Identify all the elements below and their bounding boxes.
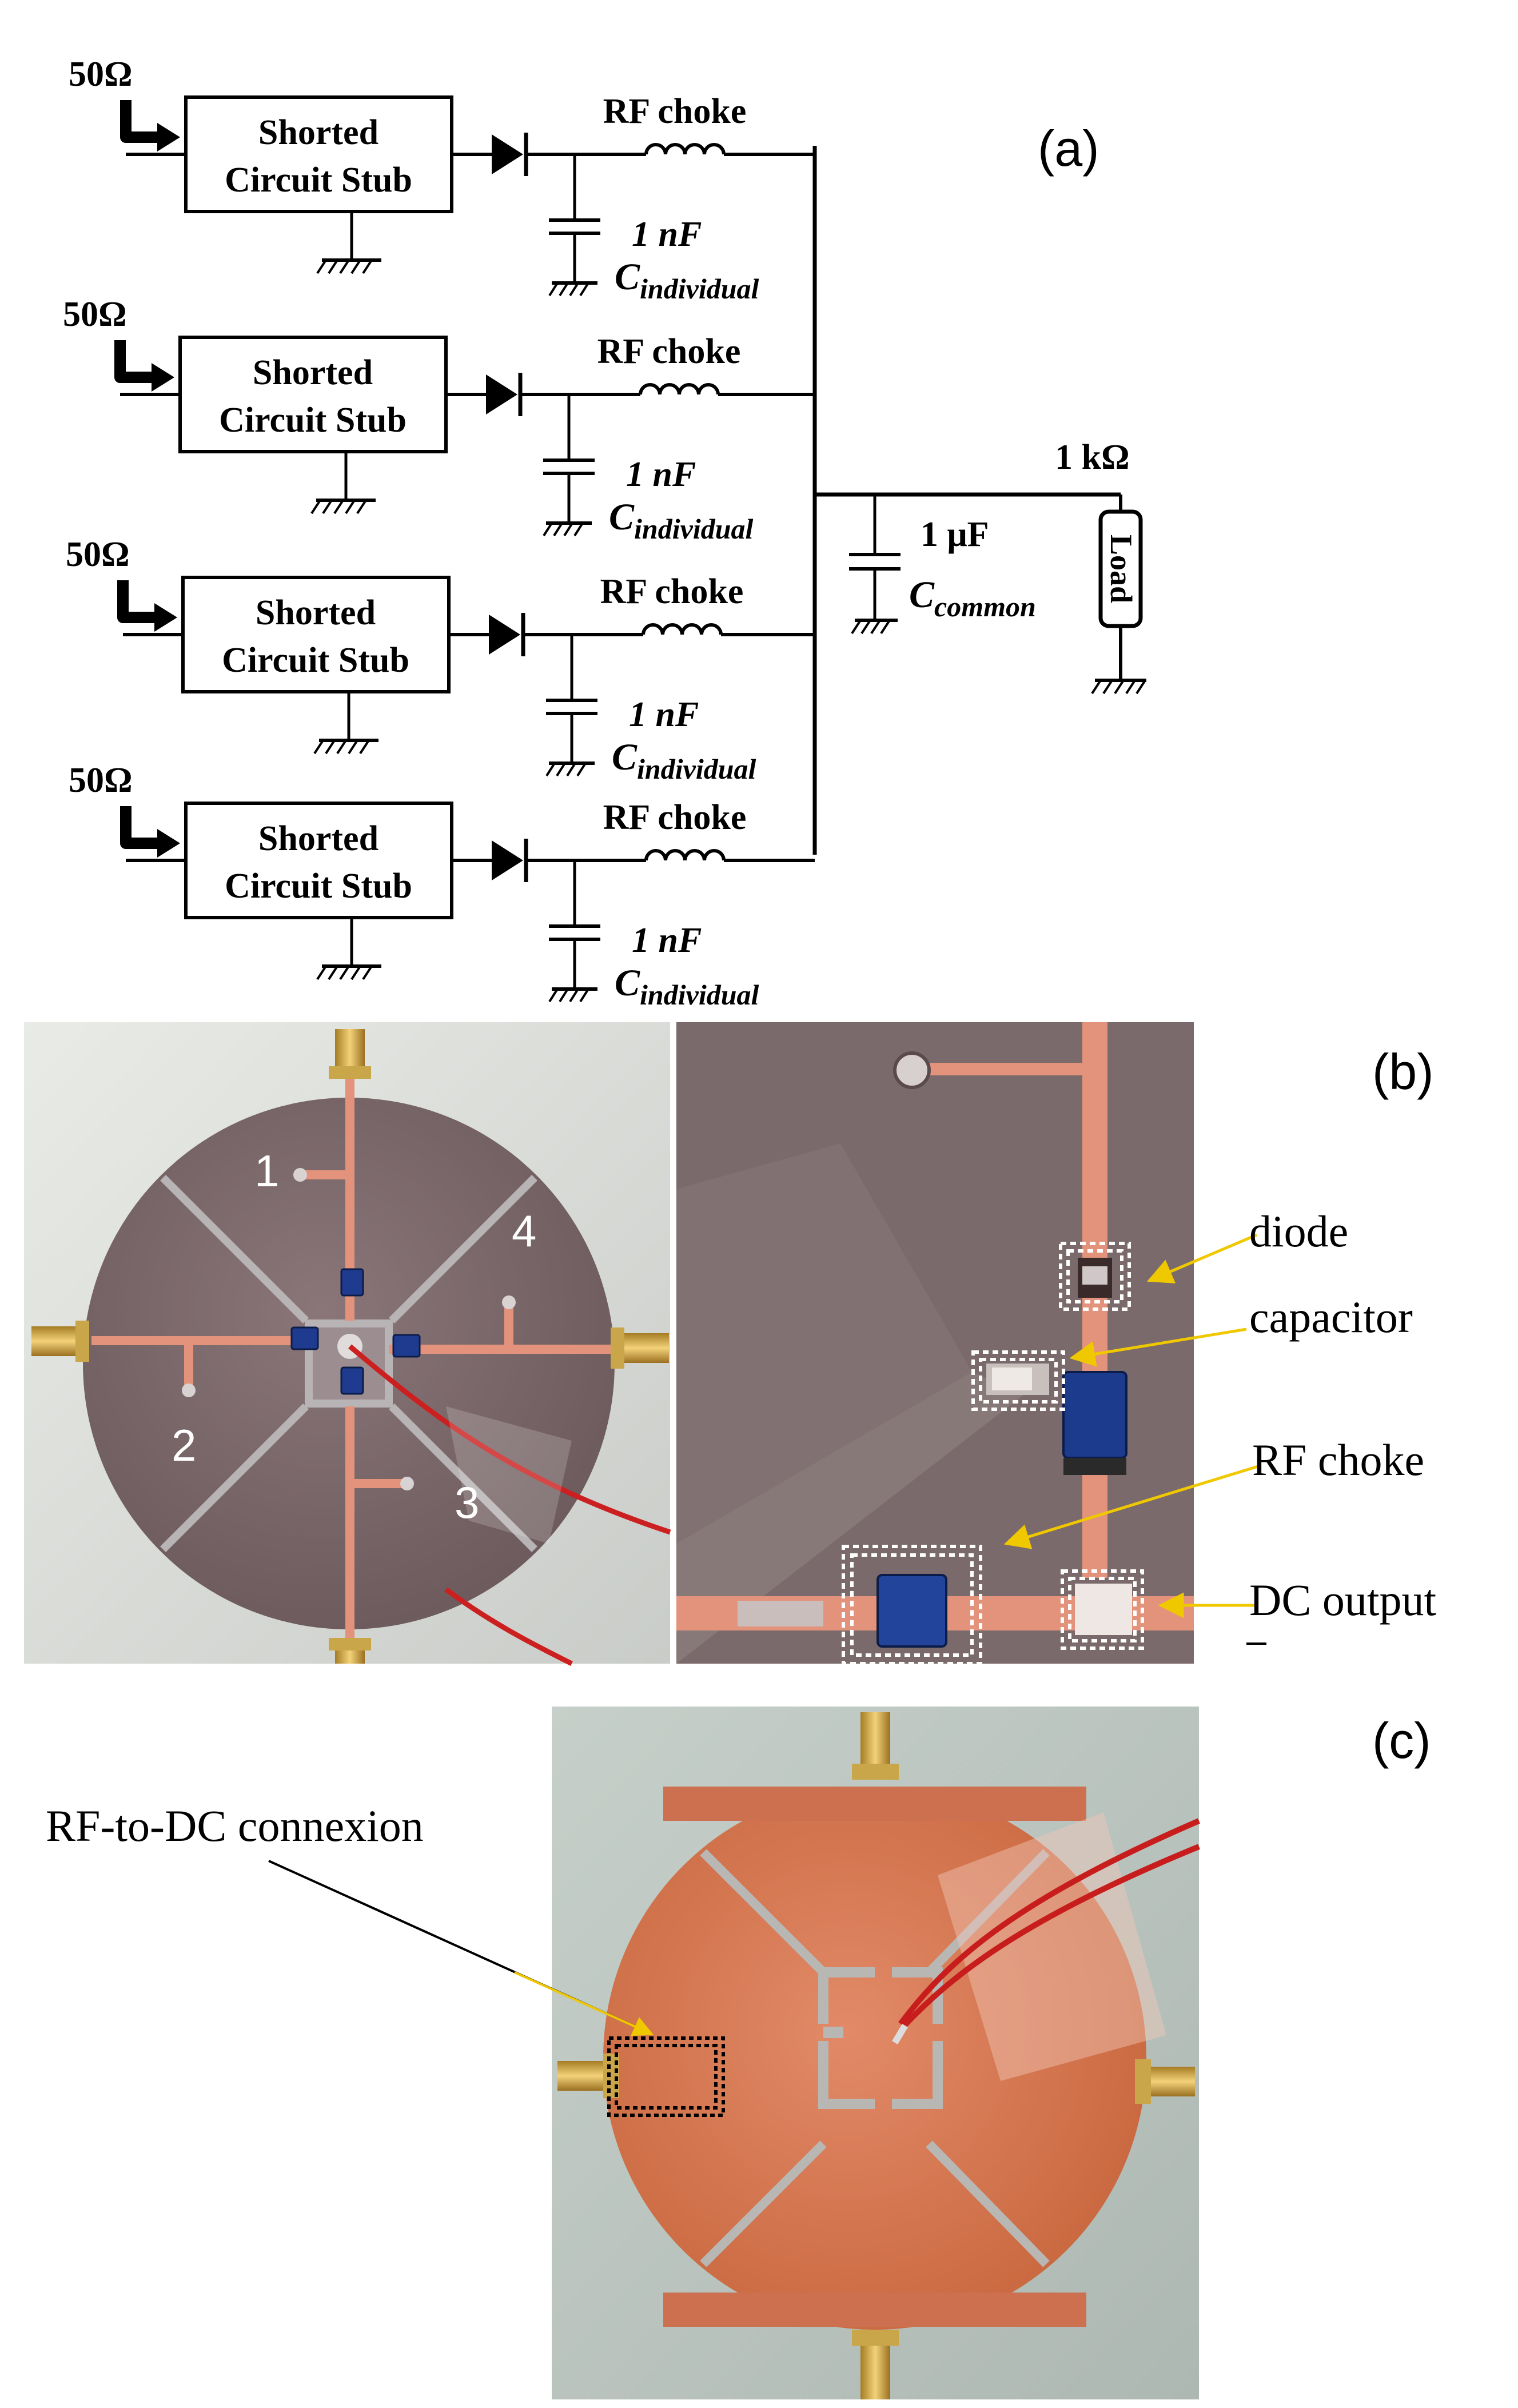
sma-connector-top xyxy=(329,1029,371,1079)
source-label: 50Ω xyxy=(63,295,127,334)
cap-value: 1 nF xyxy=(629,695,699,734)
port-number-3: 3 xyxy=(455,1477,479,1528)
stub-box xyxy=(184,95,453,213)
board-photo-zoom xyxy=(676,1022,1194,1665)
choke-label: RF choke xyxy=(603,92,747,131)
cap-name: Cindividual xyxy=(615,256,759,305)
stub-label-line2: Circuit Stub xyxy=(219,401,407,440)
common-cap-value: 1 μF xyxy=(921,515,989,554)
stub-label-line2: Circuit Stub xyxy=(222,641,409,680)
choke-label: RF choke xyxy=(600,572,744,611)
board-photo-grey: 1 2 3 4 xyxy=(24,1022,671,1667)
stub-label-line1: Shorted xyxy=(253,353,373,392)
port-number-4: 4 xyxy=(512,1206,536,1256)
cap-value: 1 nF xyxy=(632,921,702,960)
photo-panel-b: (b) xyxy=(24,1022,1437,1667)
diode-icon xyxy=(492,840,523,880)
sma-connector-left xyxy=(31,1321,89,1362)
stub-label-line2: Circuit Stub xyxy=(225,867,412,906)
source-label: 50Ω xyxy=(69,761,133,800)
common-cap-sub: common xyxy=(934,591,1036,623)
choke-label: RF choke xyxy=(603,798,747,837)
stub-label-line1: Shorted xyxy=(258,113,378,152)
sma-connector-right xyxy=(611,1327,669,1369)
inductor-icon xyxy=(644,849,726,861)
stub-label-line1: Shorted xyxy=(258,819,378,858)
photo-panel-c: (c) xyxy=(46,1707,1431,2399)
choke-label: RF choke xyxy=(597,332,741,371)
panel-label-c: (c) xyxy=(1372,1712,1431,1769)
common-capacitor xyxy=(849,495,901,635)
diode-icon xyxy=(489,615,520,655)
sma-connector-c-top xyxy=(852,1712,899,1780)
diode-icon xyxy=(492,134,523,174)
callout-diode: diode xyxy=(1249,1206,1348,1256)
common-cap-name: Ccommon xyxy=(909,574,1036,623)
stub-label-line2: Circuit Stub xyxy=(225,161,412,200)
load-resistor xyxy=(1091,495,1146,695)
port-number-1: 1 xyxy=(254,1146,279,1196)
cap-name: Cindividual xyxy=(615,962,759,1011)
cap-name: Cindividual xyxy=(609,496,754,545)
load-value: 1 kΩ xyxy=(1055,438,1130,477)
cap-sub: individual xyxy=(640,979,759,1011)
port-number-2: 2 xyxy=(172,1420,196,1470)
cap-value: 1 nF xyxy=(632,215,702,254)
callout-dc-output: DC output xyxy=(1249,1575,1437,1625)
sma-connector-bottom xyxy=(329,1638,371,1664)
cap-sub: individual xyxy=(640,273,759,305)
sma-connector-c-bottom xyxy=(852,2330,899,2399)
board-photo-copper xyxy=(557,1712,1200,2399)
inductor-icon xyxy=(639,383,720,395)
diode-icon xyxy=(486,374,517,414)
source-arrow-icon xyxy=(117,580,160,623)
panel-label-b: (b) xyxy=(1372,1043,1434,1100)
cap-sub: individual xyxy=(637,753,756,785)
callout-rf-choke: RF choke xyxy=(1252,1435,1424,1485)
source-label: 50Ω xyxy=(66,535,130,574)
callout-capacitor: capacitor xyxy=(1249,1292,1413,1342)
inductor-icon xyxy=(644,143,726,155)
stub-label-line1: Shorted xyxy=(256,593,376,632)
sma-connector-c-right xyxy=(1135,2059,1195,2104)
source-arrow-icon xyxy=(114,340,157,383)
source-arrow-icon xyxy=(120,806,163,849)
cap-value: 1 nF xyxy=(626,455,696,494)
callouts-b: diode capacitor RF choke DC output xyxy=(1003,1206,1437,1645)
cap-sub: individual xyxy=(634,513,753,545)
source-label: 50Ω xyxy=(69,55,133,94)
load-label: Load xyxy=(1104,535,1138,603)
callout-rf-to-dc: RF-to-DC connexion xyxy=(46,1801,424,1851)
source-arrow-icon xyxy=(120,100,163,143)
panel-label-a: (a) xyxy=(1038,120,1099,177)
stub-box xyxy=(181,576,451,693)
inductor-icon xyxy=(642,623,723,635)
cap-name: Cindividual xyxy=(612,736,756,785)
